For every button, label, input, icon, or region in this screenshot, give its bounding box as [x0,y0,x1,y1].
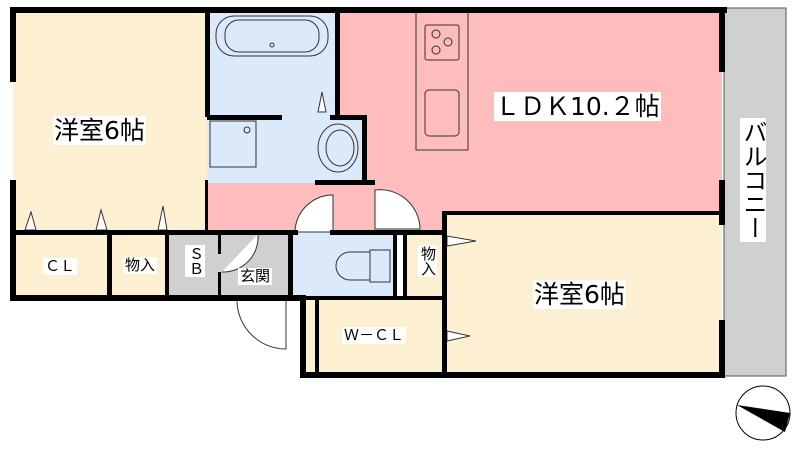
storage-right-label: 物入 [418,245,437,277]
ldk-label: ＬＤＫ10.２帖 [494,92,661,121]
washing-machine-icon [209,120,257,168]
bathroom-area [207,10,337,117]
walls [10,7,727,378]
shoe-box-label: ＳＢ [185,245,205,277]
closet-left-label: ＣＬ [43,257,78,275]
western-room-right-label: 洋室6帖 [533,280,626,309]
western-room-left-label: 洋室6帖 [53,116,146,145]
door-swings [24,91,477,350]
entrance-label: 玄関 [238,267,273,285]
walk-in-closet-label: Ｗ－ＣＬ [342,326,407,344]
ldk-area [207,10,722,232]
washroom-area [207,117,365,183]
bathtub-icon [215,15,329,57]
toilet-icon [335,249,391,283]
toilet-area [290,232,395,298]
balcony-label: バルコニー [739,118,767,242]
north-arrow-icon [735,385,791,441]
storage-left-label: 物入 [123,256,158,274]
sink-icon [317,123,359,173]
